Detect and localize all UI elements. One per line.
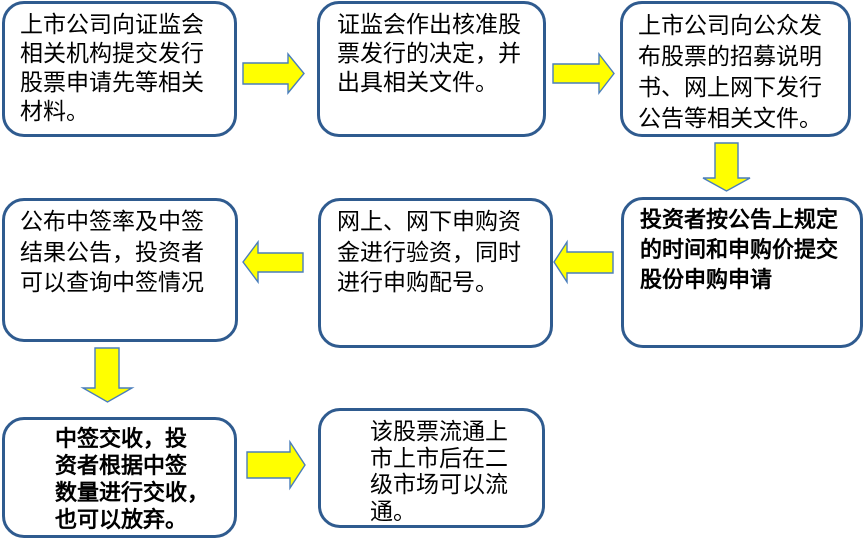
step-line: 资者根据中签	[55, 453, 188, 479]
step-line: 该股票流通上	[370, 419, 508, 445]
step-line: 级市场可以流	[370, 472, 508, 498]
step-line: 股票申请先等相关	[20, 70, 204, 96]
step-line: 市上市后在二	[370, 445, 508, 472]
arrow-right-icon	[552, 51, 615, 96]
arrow-down-icon	[702, 142, 751, 192]
arrow-right-icon	[242, 52, 305, 95]
step-line: 网上、网下申购资	[337, 209, 521, 235]
step-box-4-submit-subscription: 投资者按公告上规定 的时间和申购价提交 股份申购申请	[621, 197, 863, 348]
step-line: 相关机构提交发行	[20, 41, 204, 67]
step-line: 金进行验资，同时	[337, 239, 521, 266]
step-line: 进行申购配号。	[337, 270, 498, 296]
step-line: 也可以放弃。	[55, 507, 188, 533]
step-text: 公布中签率及中签 结果公告，投资者 可以查询中签情况	[5, 201, 235, 299]
step-line: 布股票的招募说明	[638, 44, 822, 70]
step-line: 证监会作出核准股	[337, 12, 521, 38]
step-text: 网上、网下申购资 金进行验资，同时 进行申购配号。	[321, 201, 550, 299]
step-text: 中签交收，投 资者根据中签 数量进行交收， 也可以放弃。	[5, 420, 234, 534]
step-line: 上市公司向公众发	[638, 13, 822, 39]
step-line: 可以查询中签情况	[20, 270, 204, 296]
step-line: 票发行的决定，并	[337, 41, 521, 67]
step-box-7-settlement: 中签交收，投 资者根据中签 数量进行交收， 也可以放弃。	[2, 417, 237, 538]
step-box-5-verify-funds: 网上、网下申购资 金进行验资，同时 进行申购配号。	[318, 198, 553, 348]
step-line: 出具相关文件。	[337, 70, 498, 96]
step-text: 该股票流通上 市上市后在二 级市场可以流 通。	[321, 411, 542, 525]
step-line: 数量进行交收，	[55, 480, 210, 506]
step-box-2-csrc-approval: 证监会作出核准股 票发行的决定，并 出具相关文件。	[317, 1, 546, 137]
step-line: 通。	[370, 498, 416, 525]
step-line: 股份申购申请	[640, 267, 773, 293]
step-text: 证监会作出核准股 票发行的决定，并 出具相关文件。	[320, 4, 543, 98]
step-box-6-lottery-results: 公布中签率及中签 结果公告，投资者 可以查询中签情况	[2, 198, 238, 342]
step-line: 上市公司向证监会	[20, 12, 204, 38]
step-text: 上市公司向公众发 布股票的招募说明 书、网上网下发行 公告等相关文件。	[623, 4, 848, 135]
step-line: 公布中签率及中签	[20, 209, 204, 235]
step-box-8-secondary-market: 该股票流通上 市上市后在二 级市场可以流 通。	[318, 408, 545, 528]
step-line: 公告等相关文件。	[638, 106, 822, 132]
step-text: 上市公司向证监会 相关机构提交发行 股票申请先等相关 材料。	[5, 4, 234, 127]
arrow-down-icon	[80, 347, 135, 403]
step-box-3-publish-prospectus: 上市公司向公众发 布股票的招募说明 书、网上网下发行 公告等相关文件。	[620, 1, 851, 137]
arrow-left-icon	[553, 239, 614, 285]
step-line: 书、网上网下发行	[638, 75, 822, 101]
step-line: 结果公告，投资者	[20, 239, 204, 266]
arrow-right-icon	[246, 439, 306, 491]
step-line: 的时间和申购价提交	[640, 237, 839, 263]
step-line: 投资者按公告上规定	[640, 207, 839, 233]
step-line: 材料。	[20, 99, 89, 125]
step-text: 投资者按公告上规定 的时间和申购价提交 股份申购申请	[624, 200, 860, 295]
arrow-left-icon	[242, 239, 304, 285]
step-box-1-submit-application: 上市公司向证监会 相关机构提交发行 股票申请先等相关 材料。	[2, 1, 237, 137]
step-line: 中签交收，投	[55, 426, 188, 452]
